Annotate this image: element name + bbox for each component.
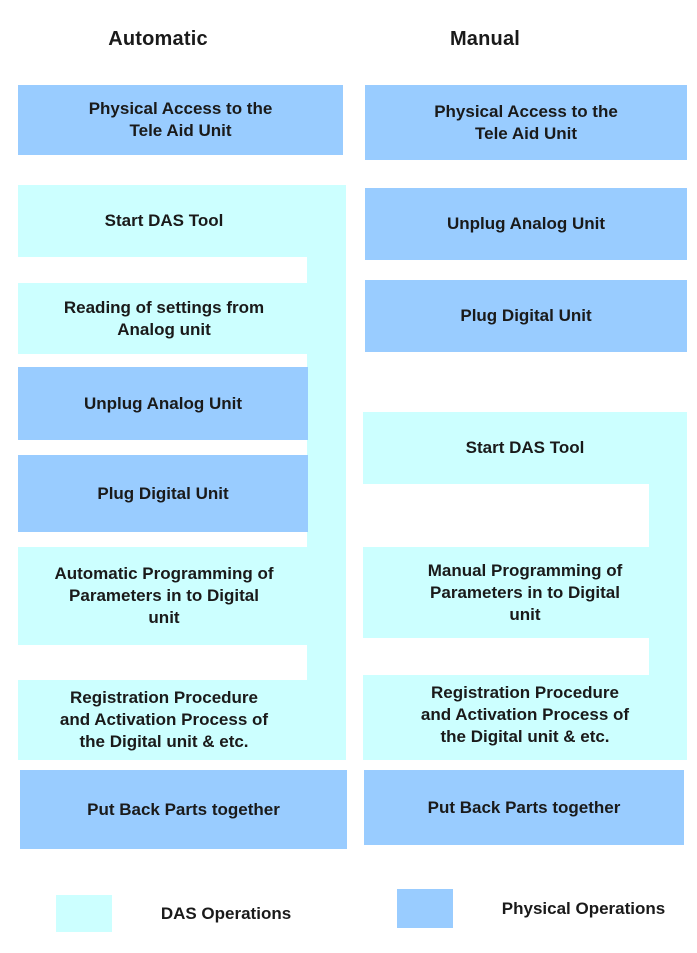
das-legend-label: DAS Operations [160,903,292,923]
step-unplug-analog-automatic: Unplug Analog Unit [18,367,308,440]
white-gap [18,257,307,283]
step-reading-settings-automatic: Reading of settings from Analog unit [63,297,265,339]
column-title-manual: Manual [449,28,521,50]
step-manual-programming: Manual Programming of Parameters in to D… [427,560,623,624]
step-registration-manual: Registration Procedure and Activation Pr… [420,683,630,746]
step-unplug-analog-manual: Unplug Analog Unit [365,188,687,260]
white-gap [363,484,649,547]
physical-legend-swatch [397,889,453,928]
step-start-das-tool-manual: Start DAS Tool [465,438,585,457]
step-physical-access-automatic: Physical Access to the Tele Aid Unit [18,85,343,155]
das-operations-region-manual [363,412,687,760]
step-put-back-parts-automatic: Put Back Parts together [20,770,347,849]
physical-legend-label: Physical Operations [501,898,666,918]
step-put-back-parts-manual: Put Back Parts together [364,770,684,845]
white-gap [363,638,649,675]
step-start-das-tool-automatic: Start DAS Tool [104,211,224,230]
column-title-automatic: Automatic [108,28,208,50]
step-physical-access-manual: Physical Access to the Tele Aid Unit [365,85,687,160]
step-registration-automatic: Registration Procedure and Activation Pr… [59,688,269,751]
white-gap [18,645,307,680]
step-automatic-programming: Automatic Programming of Parameters in t… [54,564,274,627]
das-legend-swatch [56,895,112,932]
step-plug-digital-automatic: Plug Digital Unit [18,455,308,532]
step-plug-digital-manual: Plug Digital Unit [365,280,687,352]
